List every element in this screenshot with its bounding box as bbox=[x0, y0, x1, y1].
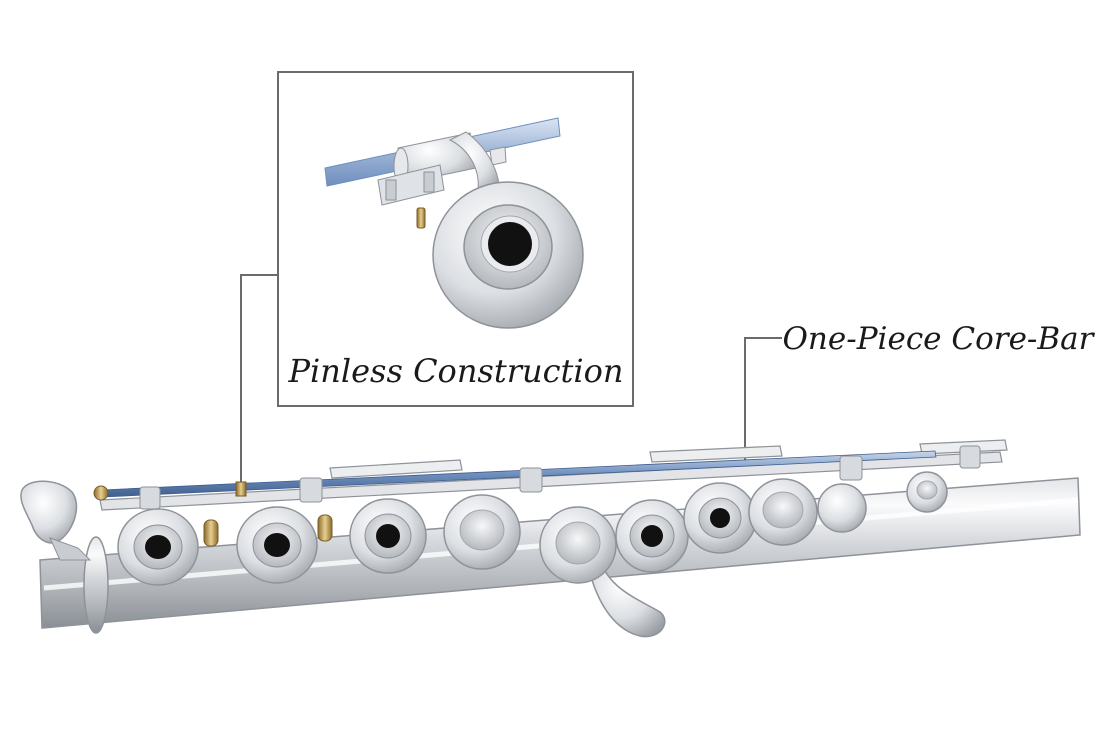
key-rods bbox=[99, 439, 1008, 511]
key-posts bbox=[139, 445, 981, 547]
key-cups bbox=[117, 471, 948, 638]
inset-key-cup bbox=[432, 181, 584, 329]
core-bar-label: One-Piece Core-Bar bbox=[783, 321, 1096, 357]
key-cup-10 bbox=[906, 471, 948, 513]
leader-line-core-bar bbox=[744, 337, 782, 462]
key-cup-5 bbox=[539, 506, 666, 638]
pinless-inset: Pinless Construction bbox=[277, 71, 634, 407]
key-cup-2 bbox=[236, 506, 318, 584]
leader-line-pinless bbox=[240, 274, 278, 490]
key-cup-9 bbox=[817, 483, 867, 533]
key-cup-4 bbox=[443, 494, 521, 570]
inset-caption: Pinless Construction bbox=[288, 352, 624, 390]
key-cup-7 bbox=[683, 482, 757, 554]
key-cup-3 bbox=[349, 498, 427, 574]
inset-screw bbox=[416, 207, 426, 229]
key-cup-8 bbox=[748, 478, 818, 546]
key-cup-6 bbox=[615, 499, 689, 573]
key-cup-1 bbox=[117, 508, 199, 586]
